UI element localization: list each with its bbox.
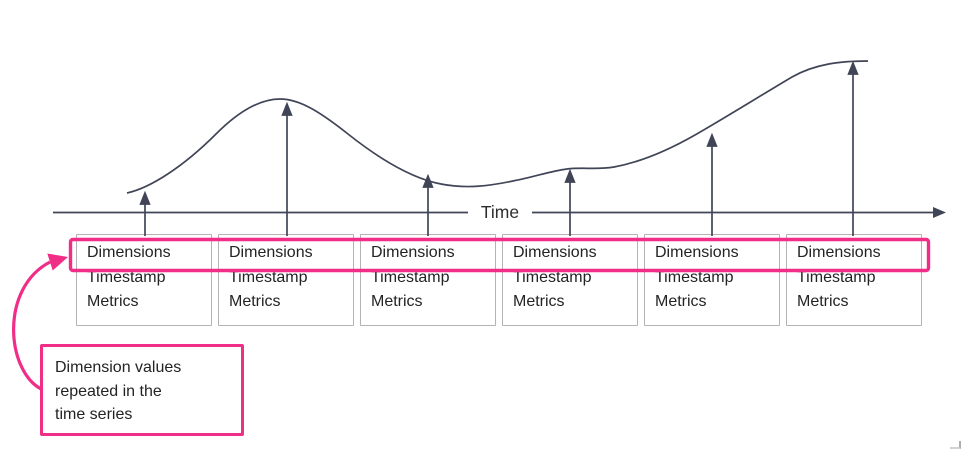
record-box-6: Dimensions Timestamp Metrics — [786, 234, 922, 326]
dimensions-label: Dimensions — [655, 244, 739, 261]
record-box-2: Dimensions Timestamp Metrics — [218, 234, 354, 326]
record-box-5: Dimensions Timestamp Metrics — [644, 234, 780, 326]
dimensions-label: Dimensions — [229, 244, 313, 261]
timestamp-label: Timestamp — [513, 268, 592, 286]
up-arrow-head — [847, 60, 859, 75]
metrics-label: Metrics — [655, 293, 707, 310]
dimensions-label: Dimensions — [371, 244, 455, 261]
up-arrow-head — [564, 168, 576, 183]
up-arrow-head — [706, 132, 718, 147]
callout-text-line: Dimension values — [55, 359, 182, 376]
callout-box: Dimension values repeated in the time se… — [40, 344, 244, 436]
callout-text-line: repeated in the — [55, 382, 162, 400]
time-axis-label: Time — [468, 200, 532, 224]
corner-artifact-mark — [950, 441, 961, 449]
dimensions-label: Dimensions — [87, 244, 171, 261]
metrics-label: Metrics — [371, 293, 423, 310]
up-arrow-head — [281, 101, 293, 116]
metrics-label: Metrics — [513, 293, 565, 310]
record-box-1: Dimensions Timestamp Metrics — [76, 234, 212, 326]
dimensions-label: Dimensions — [797, 244, 881, 261]
timestamp-label: Timestamp — [87, 268, 166, 286]
up-arrow-head — [139, 190, 151, 205]
timestamp-label: Timestamp — [655, 268, 734, 286]
timestamp-label: Timestamp — [371, 268, 450, 286]
time-axis-arrow-head — [933, 207, 946, 218]
callout-text-line: time series — [55, 406, 133, 423]
metrics-label: Metrics — [797, 293, 849, 310]
metrics-label: Metrics — [229, 293, 281, 310]
up-arrow-head — [422, 173, 434, 188]
callout-arrow-head — [47, 253, 68, 271]
record-box-4: Dimensions Timestamp Metrics — [502, 234, 638, 326]
dimensions-label: Dimensions — [513, 244, 597, 261]
metrics-label: Metrics — [87, 293, 139, 310]
record-box-3: Dimensions Timestamp Metrics — [360, 234, 496, 326]
timestamp-label: Timestamp — [229, 268, 308, 286]
time-series-curve — [126, 60, 869, 194]
timestamp-label: Timestamp — [797, 268, 876, 286]
